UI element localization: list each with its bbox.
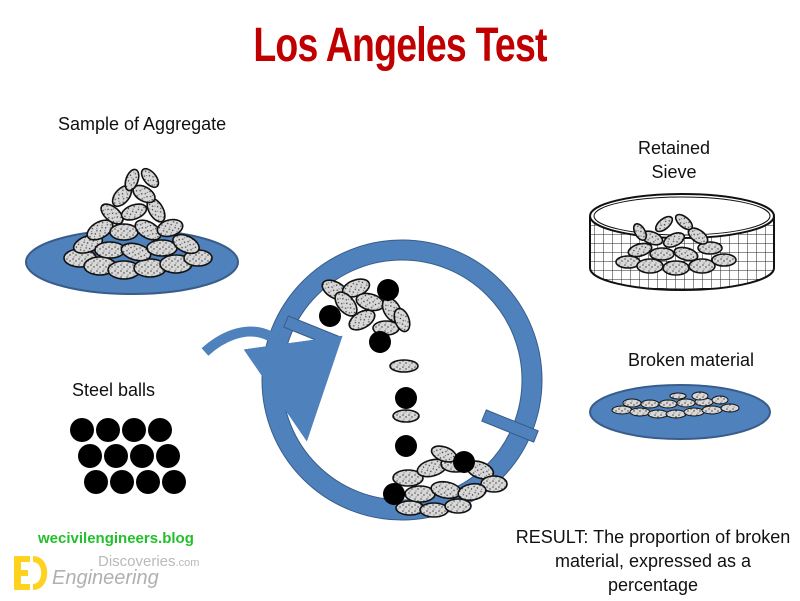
broken-material-label: Broken material [628,350,755,370]
sample-aggregate-label: Sample of Aggregate [58,114,227,134]
broken-material [589,384,771,440]
los-angeles-drum [201,239,543,521]
aggregate-sample [25,167,239,295]
discoveries-watermark: Discoveries.com [98,553,200,570]
page-title: Los Angeles Test [253,19,547,72]
blog-watermark: wecivilengineers.blog [38,530,194,547]
result-text: RESULT: The proportion of broken materia… [515,527,791,595]
steel-balls [70,418,186,494]
drum-shelf-right [481,409,539,443]
retained-sieve-label: Retained Sieve [637,138,711,182]
retained-sieve [589,193,775,291]
engineering-discoveries-logo [14,556,48,590]
rotation-arrow [201,326,343,442]
engineering-watermark: Engineering [52,567,159,589]
steel-balls-label: Steel balls [72,380,156,400]
